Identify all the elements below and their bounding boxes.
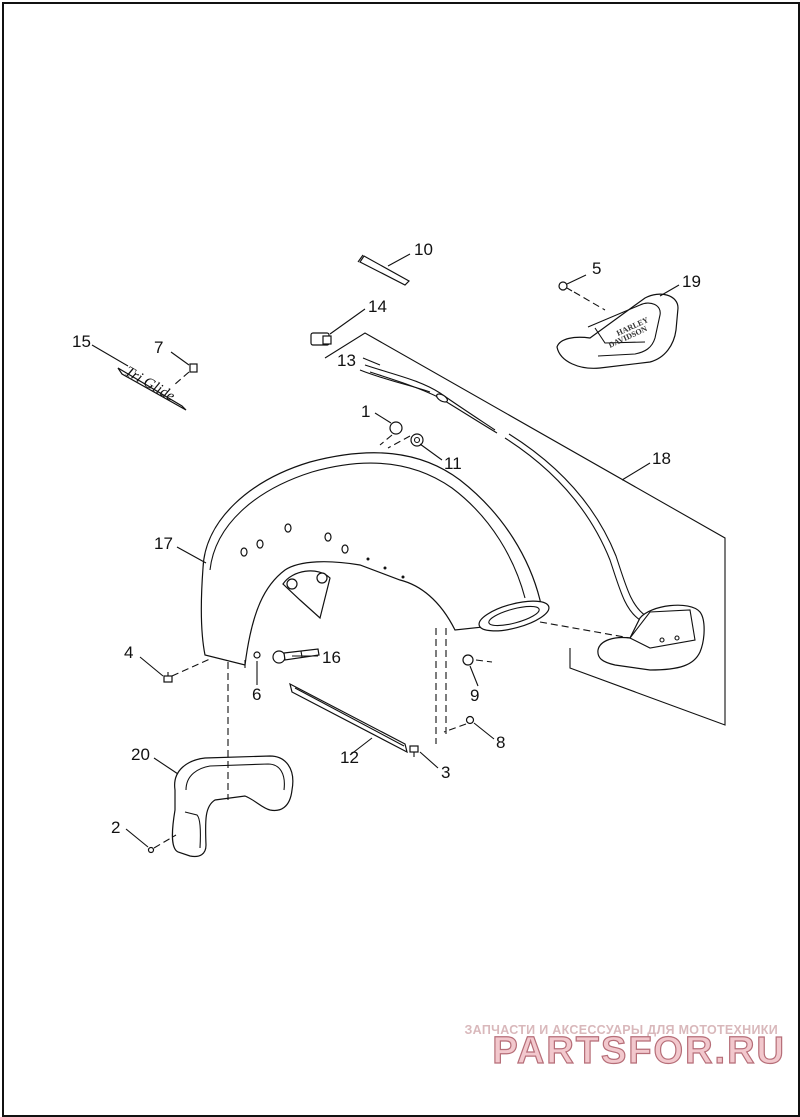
- lamp-housing-18: [539, 604, 705, 671]
- callout-15: 15: [72, 332, 91, 351]
- connector-14: [310, 332, 332, 346]
- callout-7: 7: [154, 338, 163, 357]
- callout-numbers: 10 5 19 14 13 15 7 1 11 18 17 4 6 16 9 8…: [72, 240, 701, 837]
- callout-16: 16: [322, 648, 341, 667]
- callout-18: 18: [652, 449, 671, 468]
- screw-5: [558, 281, 606, 311]
- callout-12: 12: [340, 748, 359, 767]
- watermark-tagline: ЗАПЧАСТИ И АКСЕССУАРЫ ДЛЯ МОТОТЕХНИКИ: [465, 1023, 778, 1037]
- callout-11: 11: [444, 454, 462, 473]
- fender-trim-20: [171, 755, 294, 858]
- callout-3: 3: [441, 763, 450, 782]
- washer-6: [253, 651, 261, 659]
- nut-9: [462, 654, 474, 666]
- callout-2: 2: [111, 818, 120, 837]
- callout-14: 14: [368, 297, 387, 316]
- leader-lines: [91, 253, 680, 848]
- rear-fender-17: [200, 452, 550, 668]
- nut-8: [443, 715, 475, 733]
- callout-4: 4: [124, 643, 133, 662]
- callout-1: 1: [361, 402, 370, 421]
- callout-17: 17: [154, 534, 173, 553]
- alignment-lines: [227, 435, 493, 800]
- callout-13: 13: [337, 351, 356, 370]
- callout-10: 10: [414, 240, 433, 259]
- watermark-logo: PARTSFOR.RU: [492, 1030, 786, 1072]
- tri-glide-emblem-15: Tri Glide: [117, 364, 187, 411]
- wiring-harness-13: [359, 364, 647, 621]
- screw-4: [163, 657, 213, 683]
- callout-8: 8: [496, 733, 505, 752]
- cable-strap-10: [357, 254, 410, 286]
- watermark: ЗАПЧАСТИ И АКСЕССУАРЫ ДЛЯ МОТОТЕХНИКИ PA…: [465, 1023, 786, 1073]
- plug-1: [379, 421, 403, 446]
- callout-19: 19: [682, 272, 701, 291]
- callout-5: 5: [592, 259, 601, 278]
- nut-11: [410, 433, 424, 447]
- emblem-text: Tri Glide: [122, 364, 178, 405]
- callout-6: 6: [252, 685, 261, 704]
- trim-strip-12: [289, 682, 408, 754]
- screw-3: [409, 745, 419, 757]
- screw-2: [147, 834, 177, 854]
- light-housing-19: HARLEY DAVIDSON: [556, 293, 679, 369]
- clip-7: [173, 363, 198, 386]
- callout-9: 9: [470, 686, 479, 705]
- callout-20: 20: [131, 745, 150, 764]
- bolt-16: [272, 648, 320, 664]
- assembly-bracket-18: [324, 332, 726, 726]
